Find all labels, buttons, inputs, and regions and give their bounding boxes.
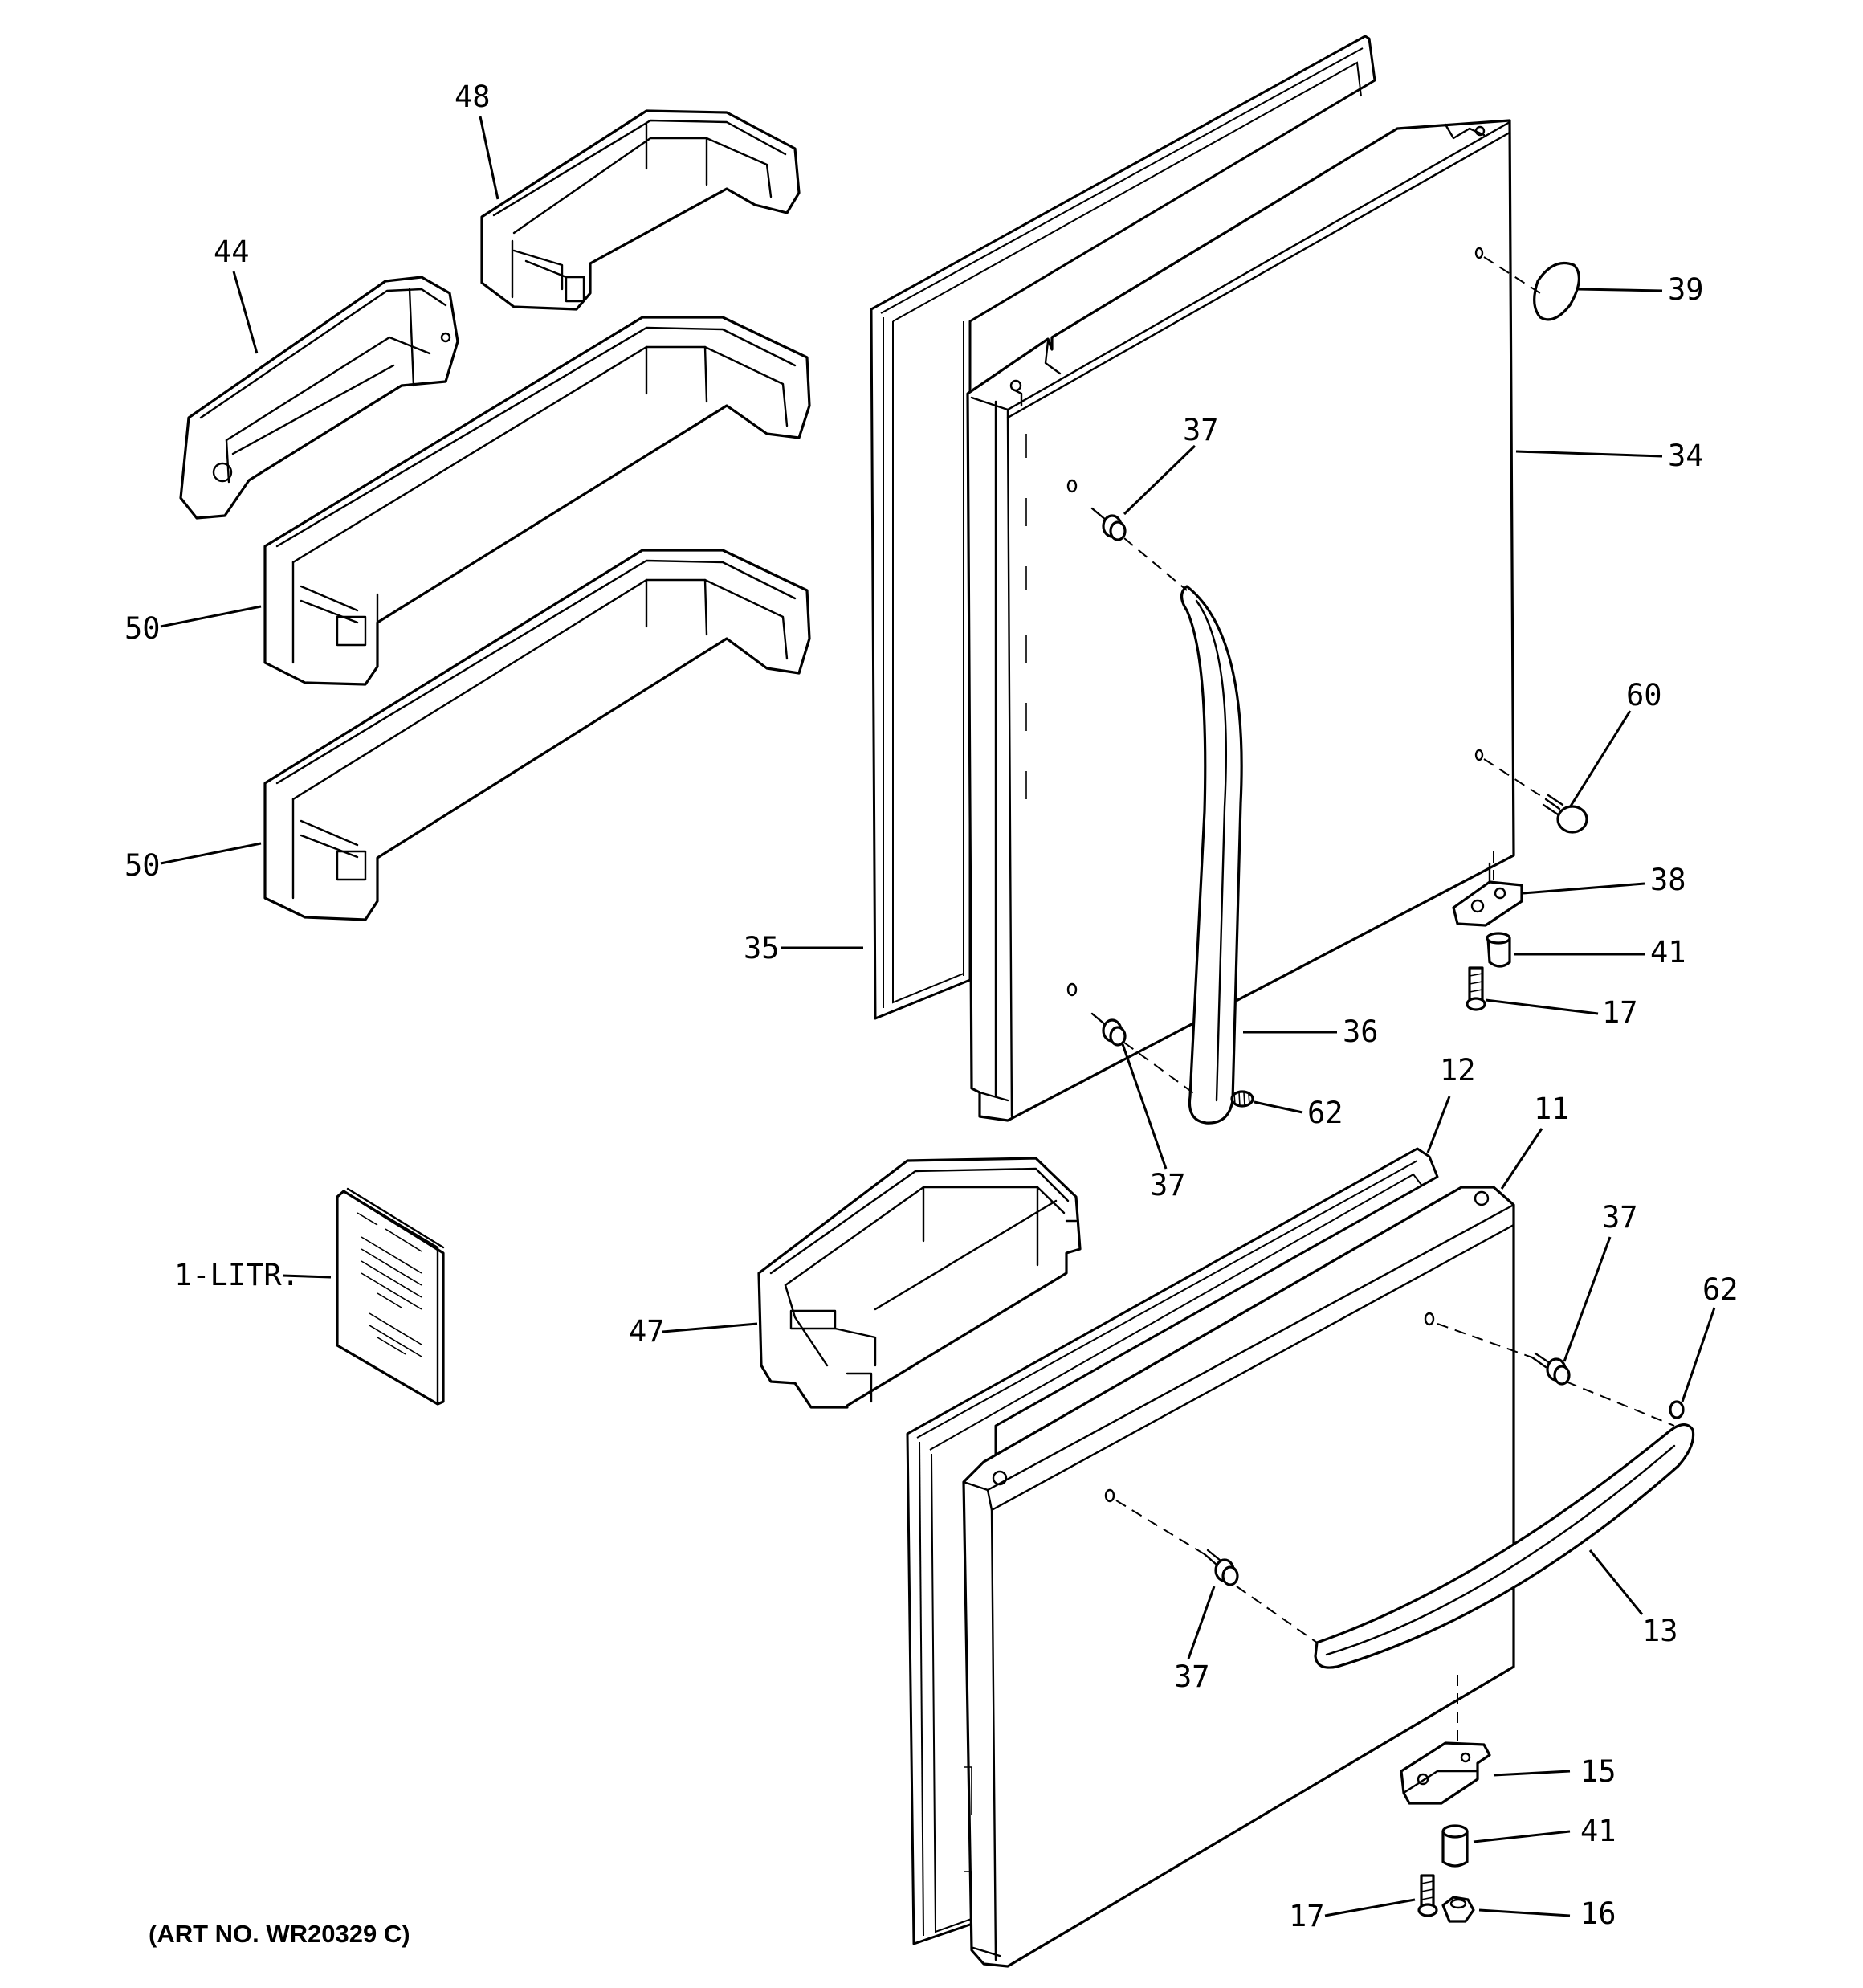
label-44: 44: [214, 235, 250, 269]
hinge-15: [1400, 1741, 1491, 1805]
label-37-upper: 37: [1183, 413, 1219, 447]
setscrew-62-upper: [1230, 1090, 1254, 1108]
bin-47: [757, 1157, 1082, 1409]
bushing-41-upper: [1486, 932, 1511, 968]
screw-37-upper-lower: [1090, 1012, 1127, 1047]
hinge-38: [1452, 862, 1523, 927]
door-bin-44: [179, 276, 459, 520]
label-50-upper: 50: [124, 611, 161, 646]
door-34: [966, 119, 1515, 1122]
screw-37-lower-left: [1203, 1549, 1239, 1586]
assembly-lines: [1115, 256, 1675, 1743]
label-37-lower-right: 37: [1602, 1200, 1638, 1235]
art-number-caption: (ART NO. WR20329 C): [149, 1920, 410, 1948]
label-15: 15: [1580, 1754, 1616, 1789]
plug-39: [1533, 261, 1580, 321]
door-handle-36: [1180, 585, 1243, 1125]
label-37-upper-lower: 37: [1150, 1168, 1186, 1202]
label-1-litr: 1-LITR.: [174, 1258, 300, 1292]
label-11: 11: [1534, 1092, 1570, 1126]
door-bin-50-upper: [263, 316, 811, 686]
door-gasket-35: [870, 35, 1376, 1020]
label-35: 35: [744, 931, 780, 965]
label-17-upper: 17: [1602, 995, 1638, 1030]
bushing-41-lower: [1441, 1824, 1469, 1868]
screw-17-upper: [1466, 966, 1486, 1011]
door-gasket-12: [906, 1147, 1439, 1945]
screw-37-upper: [1090, 507, 1127, 541]
label-34: 34: [1668, 439, 1704, 473]
label-41-lower: 41: [1580, 1814, 1616, 1848]
door-bin-50-lower: [263, 549, 811, 921]
label-13: 13: [1642, 1614, 1678, 1648]
label-38: 38: [1650, 863, 1686, 897]
label-50-lower: 50: [124, 848, 161, 883]
label-12: 12: [1440, 1053, 1476, 1088]
label-37-lower-left: 37: [1174, 1659, 1210, 1694]
door-bin-48: [480, 109, 801, 311]
label-36: 36: [1343, 1014, 1379, 1049]
label-48: 48: [455, 80, 491, 114]
screw-17-lower: [1417, 1874, 1438, 1917]
nut-16: [1441, 1896, 1475, 1923]
label-62-upper: 62: [1307, 1096, 1343, 1130]
label-17-lower: 17: [1289, 1899, 1325, 1933]
label-16: 16: [1580, 1896, 1616, 1931]
label-60: 60: [1626, 678, 1662, 712]
label-47: 47: [629, 1314, 665, 1349]
label-41-upper: 41: [1650, 935, 1686, 970]
setscrew-62-lower: [1669, 1400, 1685, 1419]
leader-lines: [160, 116, 1716, 1917]
label-39: 39: [1668, 272, 1704, 307]
owners-manual-1-litr: [336, 1187, 445, 1406]
screw-60: [1542, 794, 1588, 834]
screw-37-lower-right: [1531, 1352, 1571, 1386]
callout-labels: 48 44 50 50 35 37 39 34 60 38 41 17 36 6…: [124, 80, 1739, 1933]
label-62-lower: 62: [1702, 1272, 1739, 1307]
door-handle-13: [1314, 1423, 1695, 1669]
